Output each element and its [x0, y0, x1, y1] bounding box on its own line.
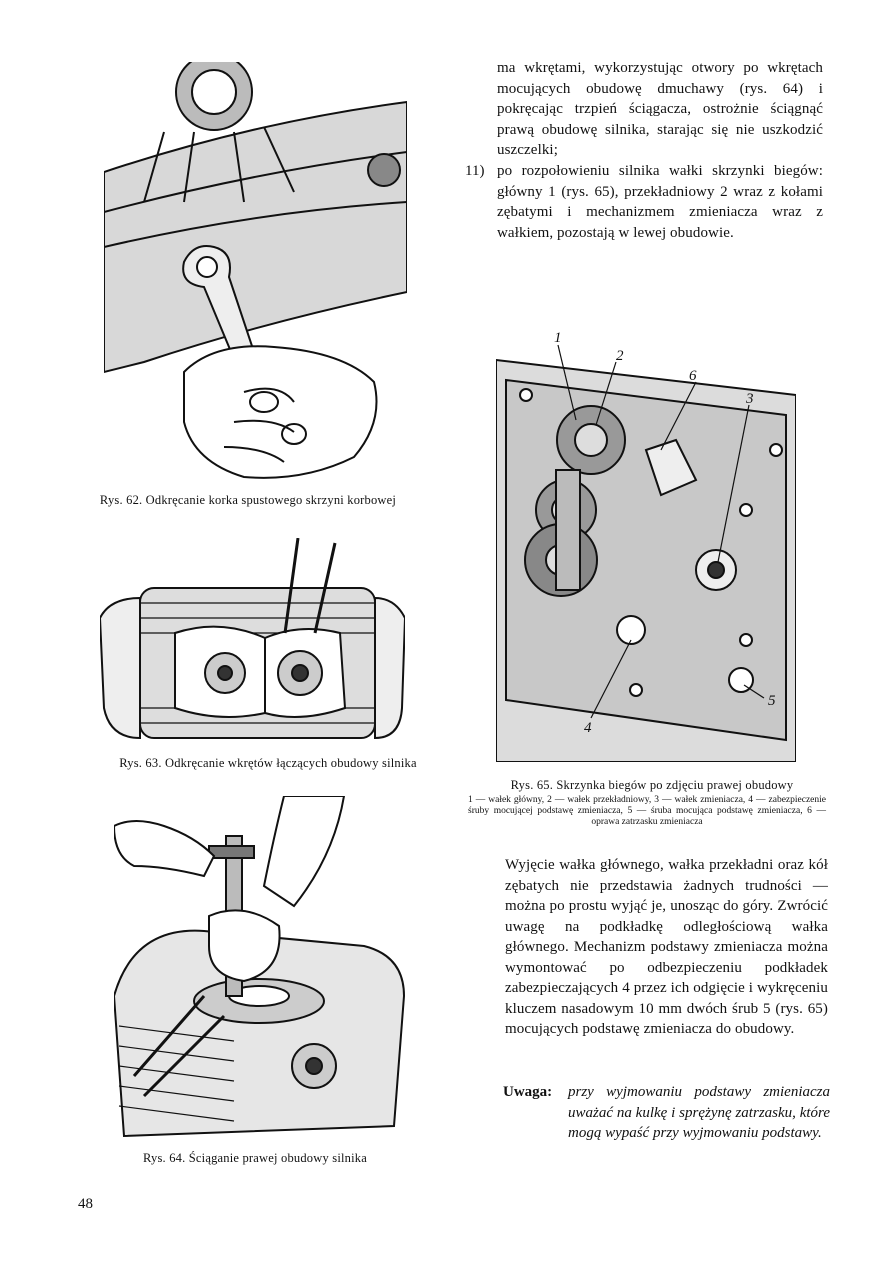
figure-64-caption: Rys. 64. Ściąganie prawej obudowy silnik…: [143, 1151, 367, 1165]
figure-62-caption: Rys. 62. Odkręcanie korka spustowego skr…: [99, 493, 397, 507]
figure-65-illustration: 1 2 6 3 4 5: [496, 300, 796, 762]
paragraph-continuation: ma wkrętami, wykorzystując otwory po wkr…: [497, 60, 823, 158]
callout-1: 1: [554, 330, 562, 346]
figure-65-caption: Rys. 65. Skrzynka biegów po zdjęciu praw…: [510, 778, 794, 792]
note-label: Uwaga:: [503, 1084, 553, 1100]
note-text: przy wyjmowaniu podstawy zmieniacza uważ…: [568, 1084, 830, 1141]
figure-64-illustration: [114, 796, 409, 1141]
list-item-number: 11): [465, 163, 485, 179]
callout-4: 4: [584, 720, 592, 736]
figure-65-legend: 1 — wałek główny, 2 — wałek przekładniow…: [468, 795, 826, 827]
figure-63-caption: Rys. 63. Odkręcanie wkrętów łączących ob…: [119, 756, 417, 770]
callout-2: 2: [616, 348, 624, 364]
list-item-11-text: po rozpołowieniu silnika wałki skrzynki …: [497, 163, 823, 241]
callout-5: 5: [768, 693, 776, 709]
callout-6: 6: [689, 368, 697, 384]
figure-63-illustration: [100, 538, 405, 746]
callout-3: 3: [745, 391, 754, 407]
figure-62-illustration: [104, 62, 407, 490]
paragraph-main: Wyjęcie wałka głównego, wałka przekładni…: [505, 857, 828, 1037]
page-number: 48: [78, 1196, 93, 1212]
